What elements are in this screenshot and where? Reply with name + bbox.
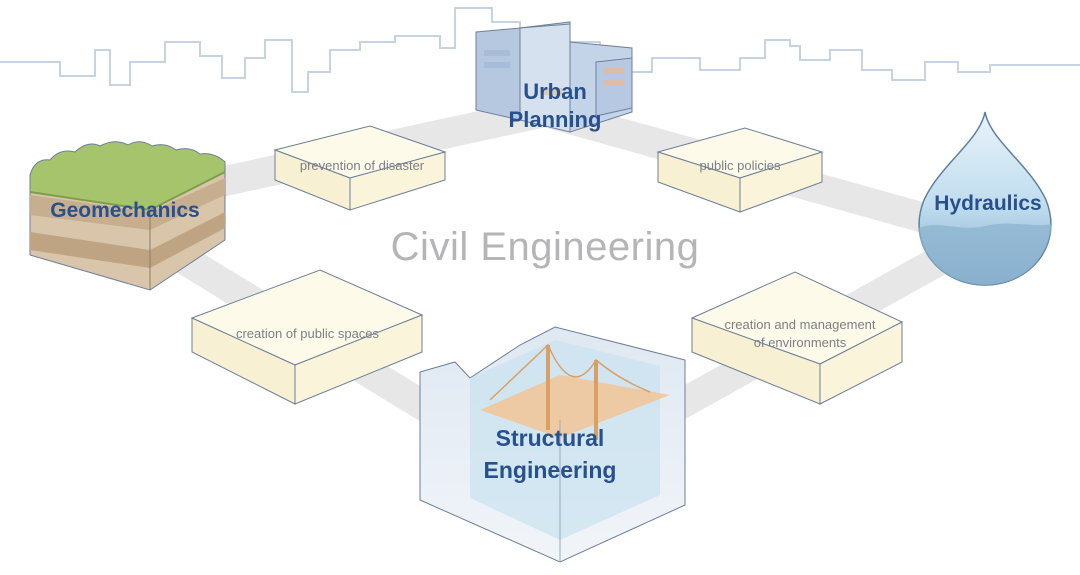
hydraulics-icon [918,111,1052,286]
link-box-creation-and-management [690,271,904,405]
geomechanics-icon [29,141,226,291]
link-box-public-policies [656,127,824,213]
link-box-prevention-of-disaster [273,125,447,211]
urban-planning-icon [475,21,633,133]
link-box-creation-of-public-spaces [190,269,424,405]
skyline-outline [0,7,1080,93]
structural-engineering-icon [419,326,686,563]
